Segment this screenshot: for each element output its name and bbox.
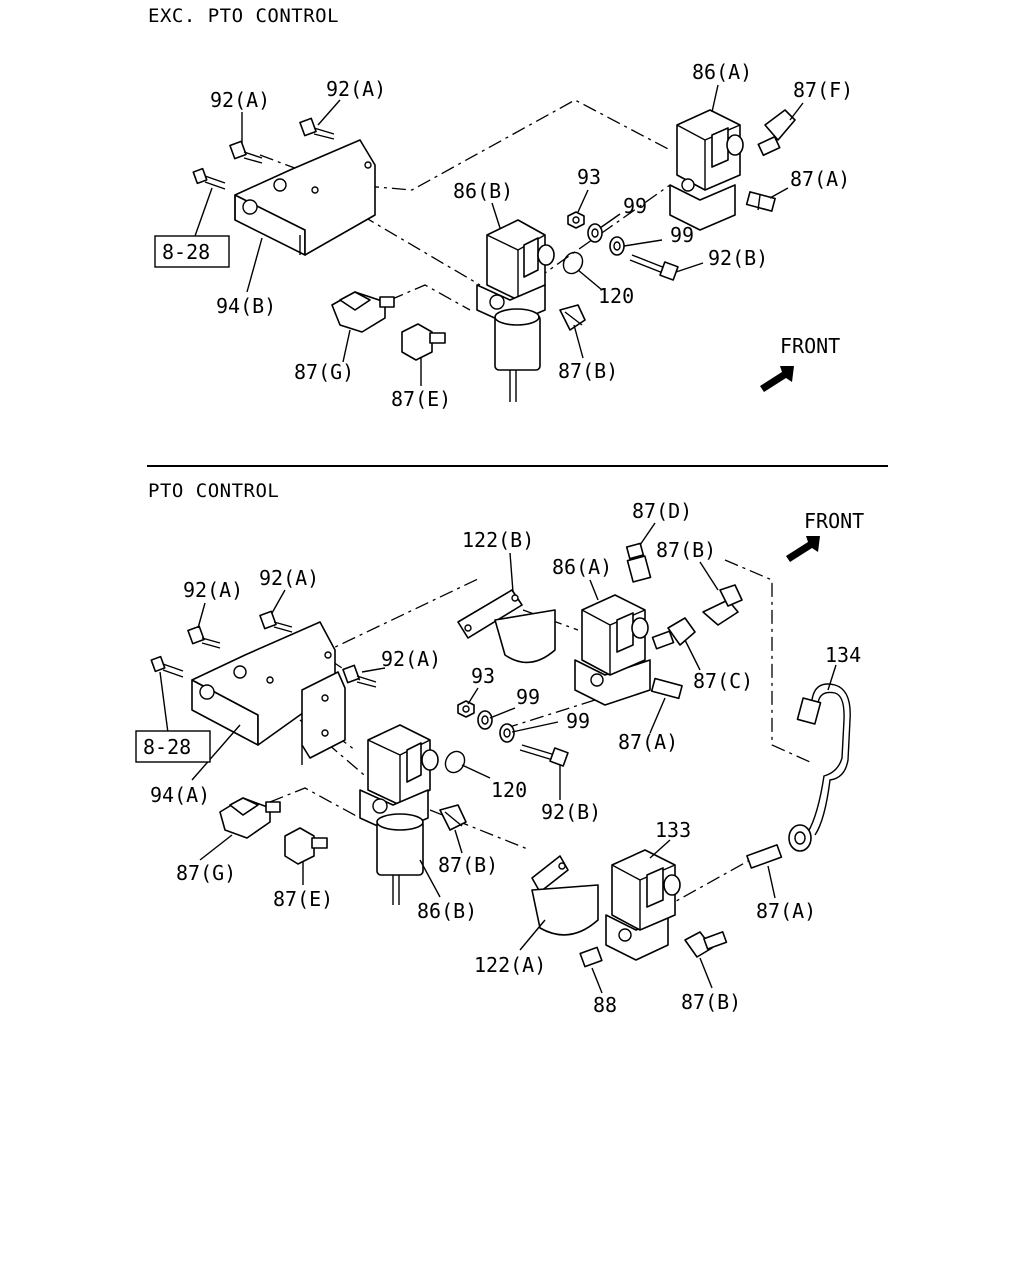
- callout-87e: 87(E): [391, 387, 451, 411]
- callout-99-b2: 99: [566, 709, 590, 733]
- fitting-87a-top: [745, 191, 776, 212]
- callout-122a: 122(A): [474, 953, 546, 977]
- fitting-87b-bottom-1: [702, 584, 743, 626]
- screw-8-28-top: [192, 167, 226, 190]
- callout-88: 88: [593, 993, 617, 1017]
- front-arrow-top: [760, 366, 794, 392]
- fitting-87b-bottom-3: [684, 931, 728, 958]
- callout-92a-b1: 92(A): [183, 578, 243, 602]
- callout-87e-bottom: 87(E): [273, 887, 333, 911]
- callout-134: 134: [825, 643, 861, 667]
- ref-box-8-28-bottom: [135, 730, 211, 763]
- callout-120: 120: [598, 284, 634, 308]
- mounting-plate-bottom: [301, 671, 346, 765]
- bolt-92a-bottom-1: [187, 625, 221, 649]
- bolt-92a-top-left: [229, 140, 263, 164]
- fitting-87a-bottom-2: [746, 844, 783, 869]
- section-title-exc-pto-control: EXC. PTO CONTROL: [148, 5, 339, 27]
- solenoid-valve-86a-bottom: [574, 594, 651, 706]
- callout-92a-2: 92(A): [326, 77, 386, 101]
- bracket-94b: [234, 139, 376, 256]
- solenoid-valve-86a-top: [669, 109, 744, 231]
- pipe-134: [788, 683, 851, 852]
- front-arrow-bottom: [786, 536, 820, 562]
- callout-92b: 92(B): [708, 246, 768, 270]
- callout-87a: 87(A): [790, 167, 850, 191]
- bolt-92b-top: [629, 254, 679, 281]
- callout-8-28-bottom: 8-28: [143, 735, 191, 759]
- callout-120-bottom: 120: [491, 778, 527, 802]
- fitting-87b-bottom-2: [439, 804, 467, 831]
- bracket-94a: [191, 621, 336, 746]
- section-title-pto-control: PTO CONTROL: [148, 480, 279, 502]
- fitting-87g-top: [331, 291, 395, 333]
- callout-92b-bottom: 92(B): [541, 800, 601, 824]
- callout-8-28: 8-28: [162, 240, 210, 264]
- callout-92a-b2: 92(A): [259, 566, 319, 590]
- callout-87b-3: 87(B): [681, 990, 741, 1014]
- bottom-leaders: [159, 522, 837, 994]
- callout-86b: 86(B): [453, 179, 513, 203]
- fitting-87d: [625, 542, 652, 583]
- front-label-top: FRONT: [780, 334, 840, 358]
- fitting-87c: [651, 617, 696, 650]
- callout-87g-bottom: 87(G): [176, 861, 236, 885]
- callout-87b: 87(B): [558, 359, 618, 383]
- nut-93-top: [567, 211, 585, 229]
- callout-122b: 122(B): [462, 528, 534, 552]
- callout-92a-1: 92(A): [210, 88, 270, 112]
- solenoid-valve-133: [605, 849, 681, 961]
- callout-86a: 86(A): [692, 60, 752, 84]
- bolt-92b-bottom: [519, 744, 569, 767]
- callout-87c: 87(C): [693, 669, 753, 693]
- callout-94b: 94(B): [216, 294, 276, 318]
- nut-93-bottom: [457, 700, 475, 718]
- fitting-87b-top: [559, 304, 586, 331]
- bolt-92a-bottom-3: [342, 664, 377, 688]
- callout-87b-1: 87(B): [656, 538, 716, 562]
- callout-87a-b1: 87(A): [618, 730, 678, 754]
- washer-99-bottom-2: [499, 723, 515, 743]
- callout-133: 133: [655, 818, 691, 842]
- fitting-87e-top: [401, 323, 446, 361]
- o-ring-120-bottom: [444, 750, 466, 774]
- top-leaders: [194, 84, 804, 386]
- bracket-122b: [457, 589, 556, 664]
- callout-86a-bottom: 86(A): [552, 555, 612, 579]
- callout-99-b1: 99: [516, 685, 540, 709]
- callout-87f: 87(F): [793, 78, 853, 102]
- screw-8-28-bottom: [150, 655, 184, 678]
- callout-93: 93: [577, 165, 601, 189]
- front-label-bottom: FRONT: [804, 509, 864, 533]
- callout-99-1: 99: [623, 194, 647, 218]
- solenoid-valve-86b-bottom: [359, 724, 439, 905]
- fitting-87a-bottom-1: [650, 677, 683, 700]
- callout-86b-bottom: 86(B): [417, 899, 477, 923]
- washer-99-top-2: [609, 236, 625, 256]
- washer-99-top-1: [587, 223, 603, 243]
- ref-box-8-28-top: [154, 235, 230, 268]
- o-ring-120-top: [562, 251, 584, 275]
- solenoid-valve-86b-top: [476, 219, 555, 402]
- fitting-87e-bottom: [284, 827, 328, 865]
- bolt-92a-bottom-2: [259, 610, 293, 633]
- fitting-87f-top: [757, 109, 796, 157]
- bolt-92a-top-right: [299, 117, 335, 140]
- callout-87g: 87(G): [294, 360, 354, 384]
- plug-88: [579, 946, 603, 968]
- callout-87b-2: 87(B): [438, 853, 498, 877]
- bracket-122a: [531, 855, 599, 936]
- callout-94a: 94(A): [150, 783, 210, 807]
- callout-87d: 87(D): [632, 499, 692, 523]
- callout-99-2: 99: [670, 223, 694, 247]
- callout-93-bottom: 93: [471, 664, 495, 688]
- washer-99-bottom-1: [477, 710, 493, 730]
- callout-92a-b3: 92(A): [381, 647, 441, 671]
- fitting-87g-bottom: [219, 797, 281, 839]
- callout-87a-b2: 87(A): [756, 899, 816, 923]
